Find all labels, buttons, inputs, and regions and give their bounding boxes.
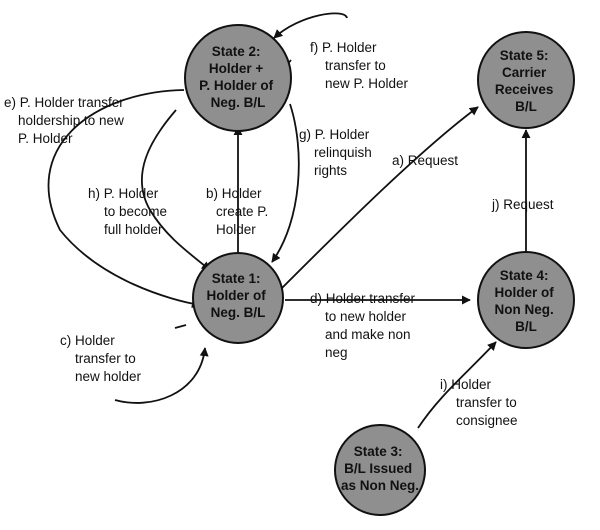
state-3: State 3: B/L Issued as Non Neg.	[334, 424, 426, 516]
label-g: g) P. Holder relinquish rights	[299, 127, 376, 178]
edge-e	[47, 89, 201, 309]
edge-g	[271, 103, 300, 263]
state-4-label: State 4: Holder of Non Neg. B/L	[494, 268, 557, 334]
edge-c-tail	[174, 324, 187, 329]
edge-h	[140, 109, 211, 271]
label-f: f) P. Holder transfer to new P. Holder	[310, 40, 409, 91]
state-3-circle	[334, 424, 426, 516]
label-d: d) Holder transfer to new holder and mak…	[310, 291, 419, 360]
state-1-circle	[192, 252, 284, 344]
label-j: j) Request	[491, 197, 554, 212]
state-3-label: State 3: B/L Issued as Non Neg.	[341, 444, 419, 493]
state-4-circle	[477, 251, 575, 349]
edge-f	[273, 12, 348, 39]
edge-c	[114, 347, 209, 404]
label-h: h) P. Holder to become full holder	[88, 186, 171, 237]
label-i: i) Holder transfer to consignee	[440, 377, 521, 428]
state-5-circle	[477, 31, 575, 129]
label-c: c) Holder transfer to new holder	[60, 333, 142, 384]
edge-i	[417, 341, 497, 429]
state-1: State 1: Holder of Neg. B/L	[192, 252, 284, 344]
state-2: State 2: Holder + P. Holder of Neg. B/L	[184, 24, 292, 132]
state-1-label: State 1: Holder of Neg. B/L	[206, 271, 269, 320]
state-5: State 5: Carrier Receives B/L	[477, 31, 575, 129]
edges	[47, 12, 531, 429]
state-5-label: State 5: Carrier Receives B/L	[495, 48, 557, 114]
state-2-circle	[184, 24, 292, 132]
edge-a	[279, 106, 479, 291]
label-b: b) Holder create P. Holder	[206, 186, 272, 237]
label-a: a) Request	[392, 153, 458, 168]
state-2-label: State 2: Holder + P. Holder of Neg. B/L	[199, 44, 277, 110]
state-4: State 4: Holder of Non Neg. B/L	[477, 251, 575, 349]
label-e: e) P. Holder transfer holdership to new …	[4, 95, 128, 146]
